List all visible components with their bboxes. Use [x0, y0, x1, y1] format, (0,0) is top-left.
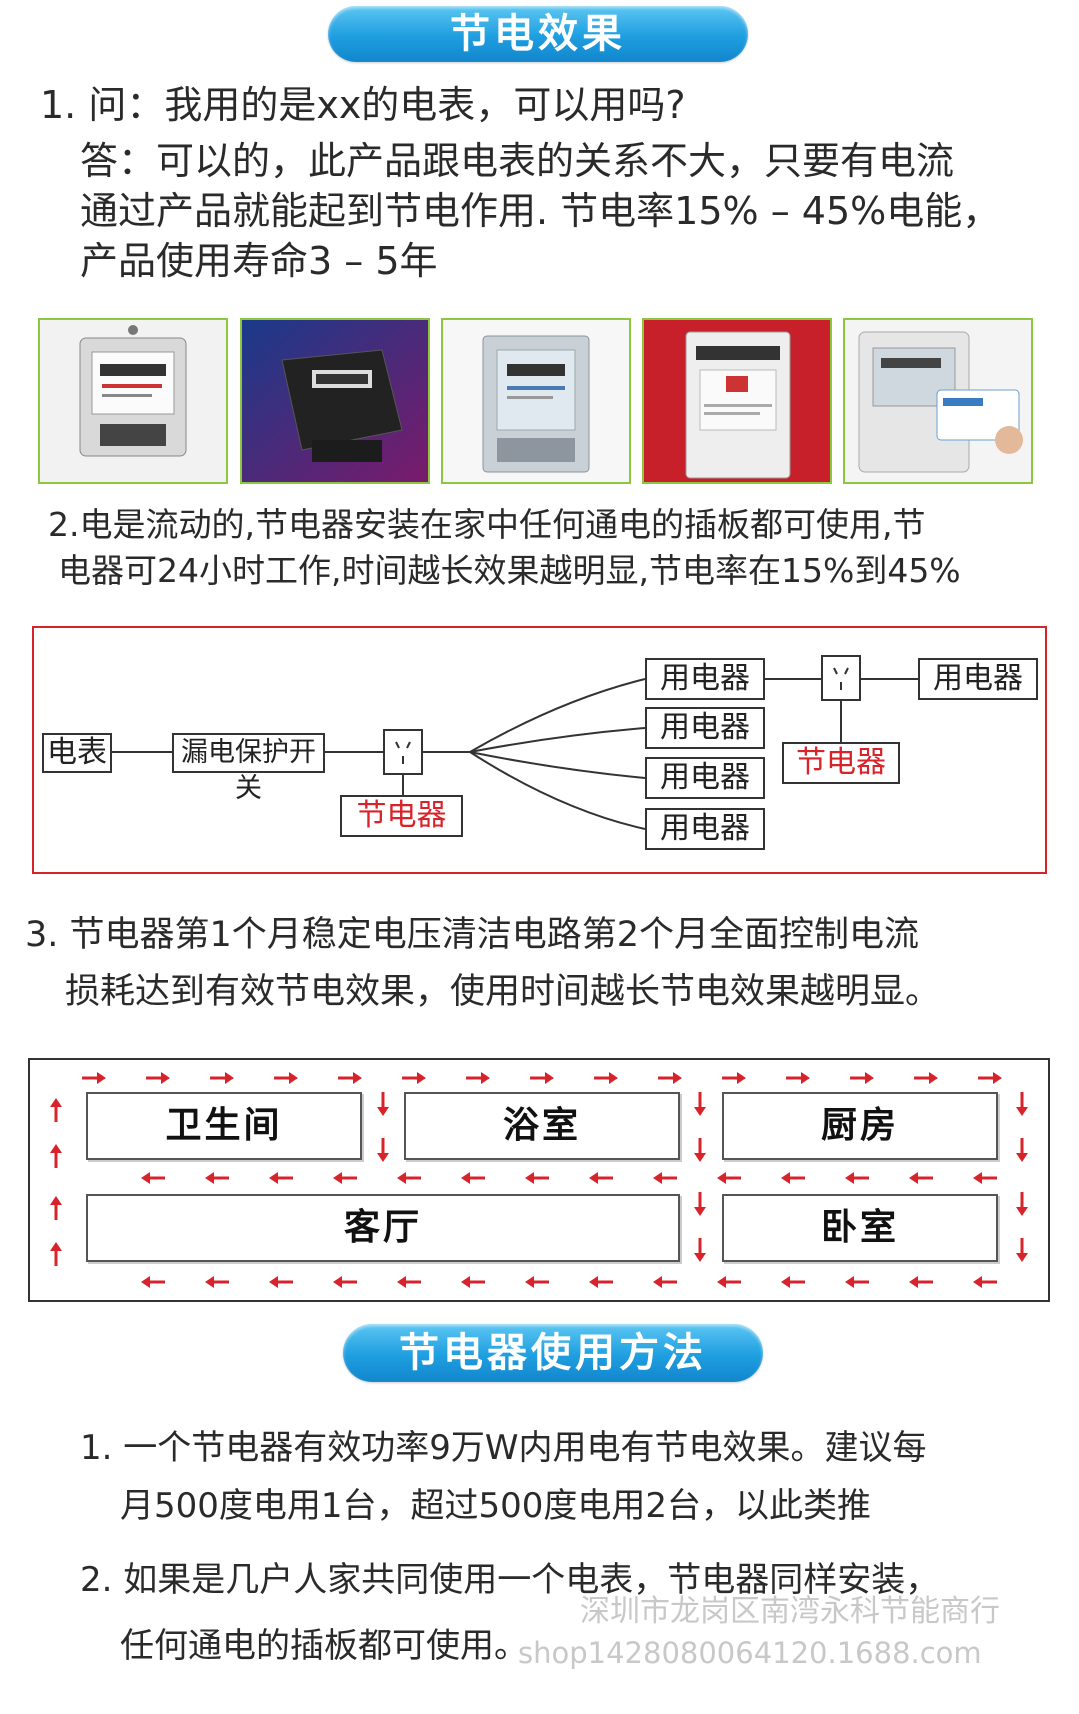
appliance-box-1: 用电器 — [645, 658, 765, 700]
room-living: 客厅 — [86, 1194, 680, 1262]
qa-answer-line2: 通过产品就能起到节电作用. 节电率15% – 45%电能， — [80, 189, 1001, 233]
qa-answer-line3: 产品使用寿命3 – 5年 — [80, 239, 438, 283]
saver-box-2: 节电器 — [782, 742, 900, 784]
meter-photo-3 — [441, 318, 631, 484]
usage-item1-line2: 月500度电用1台，超过500度电用2台，以此类推 — [120, 1486, 872, 1526]
usage-item2-line2: 任何通电的插板都可使用。 — [120, 1626, 528, 1666]
watermark-shop-url: shop1428080064120.1688.com — [518, 1636, 982, 1670]
appliance-box-2: 用电器 — [645, 707, 765, 749]
room-bathroom: 卫生间 — [86, 1092, 362, 1160]
outlet-icon-1 — [383, 729, 423, 775]
arrows-left-column — [48, 1096, 64, 1268]
point2-line1: 2.电是流动的,节电器安装在家中任何通电的插板都可使用,节 — [48, 505, 926, 544]
breaker-box: 漏电保护开关 — [172, 733, 325, 804]
room-bedroom: 卧室 — [722, 1194, 998, 1262]
arrows-bottom-row — [139, 1274, 999, 1290]
usage-title-pill: 节电器使用方法 — [343, 1324, 763, 1382]
arrows-middle-row — [139, 1170, 999, 1186]
usage-title: 节电器使用方法 — [399, 1330, 707, 1376]
appliance-box-right: 用电器 — [918, 658, 1038, 700]
wiring-lines — [112, 655, 918, 830]
watermark-shop-name: 深圳市龙岗区南湾永科节能商行 — [580, 1594, 1000, 1629]
meter-photo-2 — [240, 318, 430, 484]
arrows-top-row — [80, 1070, 1004, 1086]
section-title: 节电效果 — [450, 11, 626, 57]
meter-photo-4 — [642, 318, 832, 484]
usage-item1-line1: 1. 一个节电器有效功率9万W内用电有节电效果。建议每 — [80, 1428, 927, 1468]
arrows-right-column — [1014, 1090, 1030, 1264]
saver-box-1: 节电器 — [340, 795, 463, 837]
meter-box: 电表 — [42, 733, 112, 773]
room-shower: 浴室 — [404, 1092, 680, 1160]
qa-answer-line1: 答：可以的，此产品跟电表的关系不大，只要有电流 — [80, 139, 955, 183]
appliance-box-3: 用电器 — [645, 757, 765, 799]
outlet-icon-2 — [821, 655, 861, 701]
room-kitchen: 厨房 — [722, 1092, 998, 1160]
point3-line2: 损耗达到有效节电效果，使用时间越长节电效果越明显。 — [65, 972, 941, 1012]
meter-photo-1 — [38, 318, 228, 484]
point2-line2: 电器可24小时工作,时间越长效果越明显,节电率在15%到45% — [58, 551, 961, 590]
meter-photo-5 — [843, 318, 1033, 484]
qa-question: 1. 问：我用的是xx的电表，可以用吗? — [40, 83, 686, 127]
room-flow-diagram — [28, 1058, 1050, 1302]
usage-item2-line1: 2. 如果是几户人家共同使用一个电表，节电器同样安装， — [80, 1560, 940, 1600]
point3-line1: 3. 节电器第1个月稳定电压清洁电路第2个月全面控制电流 — [25, 915, 920, 955]
section-title-pill: 节电效果 — [328, 6, 748, 62]
appliance-box-4: 用电器 — [645, 808, 765, 850]
wiring-diagram — [32, 626, 1047, 874]
